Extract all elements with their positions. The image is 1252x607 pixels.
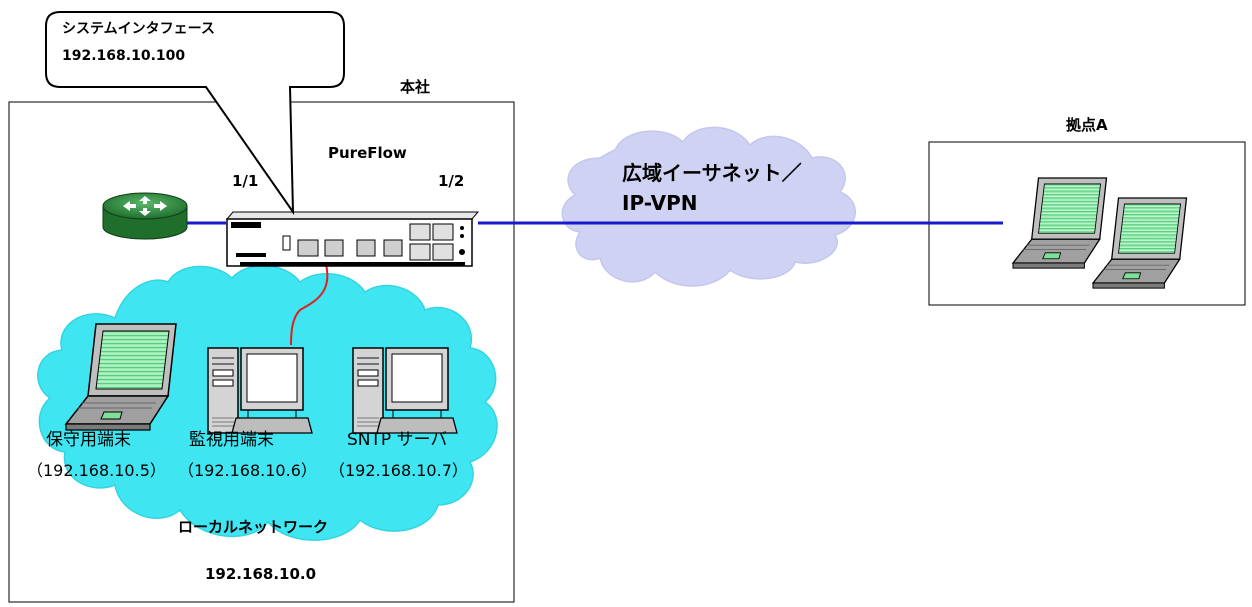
monitoring-pc-icon xyxy=(207,347,313,434)
terminal-ip-sntp: （192.168.10.7） xyxy=(329,461,468,480)
branch-laptop-1-icon xyxy=(1012,177,1108,269)
callout-ip: 192.168.10.100 xyxy=(62,48,186,64)
lan-title: ローカルネットワーク xyxy=(178,518,329,536)
port-1-1-label: 1/1 xyxy=(232,172,259,190)
terminal-ip-maintenance: （192.168.10.5） xyxy=(27,461,166,480)
console-cable xyxy=(290,253,329,346)
port-1-2-label: 1/2 xyxy=(438,172,465,190)
callout-title: システムインタフェース xyxy=(62,21,215,37)
terminal-name-sntp: SNTP サーバ xyxy=(347,430,448,450)
wan-label-line1: 広域イーサネット／ xyxy=(622,161,802,185)
sntp-server-icon xyxy=(352,347,458,434)
branch-laptop-2-icon xyxy=(1092,197,1188,289)
pureflow-device-icon xyxy=(225,211,480,267)
lan-subnet: 192.168.10.0 xyxy=(205,565,317,583)
terminal-name-maintenance: 保守用端末 xyxy=(46,430,131,450)
pureflow-label: PureFlow xyxy=(328,144,407,162)
wan-label-line2: IP-VPN xyxy=(622,191,698,215)
callout-bubble xyxy=(45,11,345,216)
router-icon xyxy=(102,192,188,240)
terminal-name-monitoring: 監視用端末 xyxy=(189,430,274,450)
terminal-ip-monitoring: （192.168.10.6） xyxy=(178,461,317,480)
hq-title: 本社 xyxy=(400,78,431,96)
branch-title: 拠点A xyxy=(1066,116,1108,134)
wan-cloud xyxy=(561,126,856,287)
